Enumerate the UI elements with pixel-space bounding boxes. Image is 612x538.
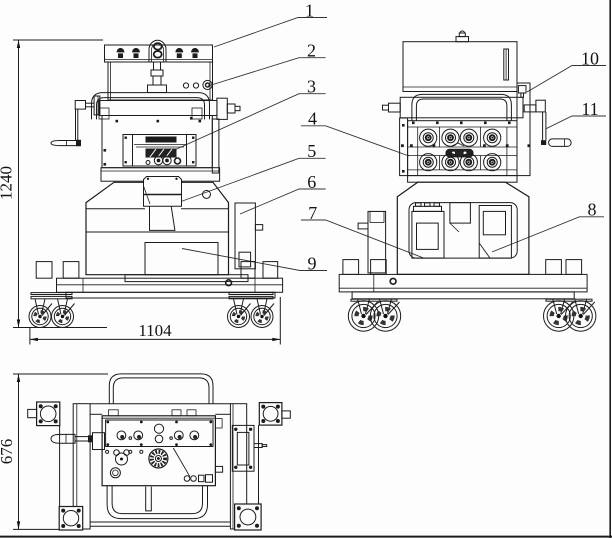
svg-text:1: 1 — [305, 0, 314, 20]
svg-text:9: 9 — [308, 253, 317, 273]
svg-text:10: 10 — [581, 48, 599, 68]
svg-text:676: 676 — [0, 439, 16, 465]
svg-text:1104: 1104 — [138, 321, 172, 340]
svg-text:7: 7 — [308, 203, 317, 223]
svg-text:11: 11 — [581, 99, 598, 119]
svg-text:3: 3 — [307, 77, 316, 97]
svg-text:5: 5 — [307, 141, 316, 161]
svg-text:2: 2 — [307, 41, 316, 61]
svg-text:1240: 1240 — [0, 166, 16, 200]
svg-text:6: 6 — [307, 172, 316, 192]
svg-text:4: 4 — [308, 109, 317, 129]
svg-text:8: 8 — [588, 200, 597, 220]
